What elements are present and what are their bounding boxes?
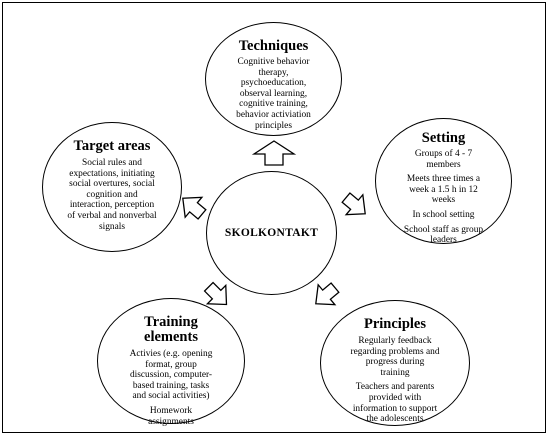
principles-line: regarding problems and [350,346,440,357]
arrow-to-techniques [251,140,297,166]
principles-line: Teachers and parents [355,382,435,393]
setting-line: members [426,159,461,170]
target-areas-node: Target areas Social rules and expectatio… [42,122,182,252]
setting-line: School staff as group [403,224,484,235]
principles-line: progress during [365,357,425,368]
target-line: interaction, perception [69,200,155,211]
training-line: assignments [148,416,194,427]
training-line: Activies (e.g. opening [129,349,213,359]
principles-line: provided with [368,392,422,403]
techniques-line: cognitive training, [239,99,308,110]
target-line: cognition and [86,189,138,200]
training-line: discussion, computer- [129,370,213,381]
setting-line: weeks [431,195,456,206]
setting-line: leaders [430,235,457,246]
techniques-line: Cognitive behavior [237,57,310,67]
target-line: signals [98,221,126,232]
training-line: format, group [145,359,197,370]
center-node: SKOLKONTAKT [206,171,337,295]
target-line: Social rules and [82,158,142,168]
setting-line: Groups of 4 - 7 [414,149,473,159]
arrow-to-principles [315,282,340,306]
target-title: Target areas [73,138,151,154]
setting-line: In school setting [412,209,475,220]
setting-node: Setting Groups of 4 - 7 members Meets th… [375,118,512,246]
techniques-line: psychoeducation, [240,78,307,89]
principles-line: the adolescents [366,414,424,425]
techniques-title: Techniques [238,38,309,54]
setting-title: Setting [421,130,466,146]
arrow-to-setting [341,192,366,216]
principles-line: training [380,367,410,378]
training-line: based training, tasks [132,380,210,391]
training-title: Training [144,314,198,330]
training-title: elements [144,329,198,345]
setting-line: Meets three times a [406,174,481,185]
techniques-line: therapy, [258,67,289,78]
techniques-line: behavior activiation [236,109,311,120]
principles-line: information to support [352,403,438,414]
target-line: social overtures, social [69,179,155,190]
setting-line: week a 1.5 h in 12 [409,184,478,195]
training-line: and social activities) [132,391,210,402]
arrow-to-target [182,196,207,220]
target-line: of verbal and nonverbal [67,210,157,221]
principles-node: Principles Regularly feedback regarding … [320,300,470,426]
center-label: SKOLKONTAKT [224,227,319,239]
techniques-line: observal learning, [239,88,308,99]
techniques-line: principles [255,120,292,131]
training-line: Homework [149,405,193,416]
target-line: expectations, initiating [69,168,155,179]
techniques-node: Techniques Cognitive behavior therapy, p… [205,22,342,136]
principles-line: Regularly feedback [358,336,432,346]
arrow-to-training [203,281,228,306]
training-elements-node: Training elements Activies (e.g. opening… [97,298,245,427]
diagram-frame [2,2,546,433]
principles-title: Principles [363,316,427,332]
